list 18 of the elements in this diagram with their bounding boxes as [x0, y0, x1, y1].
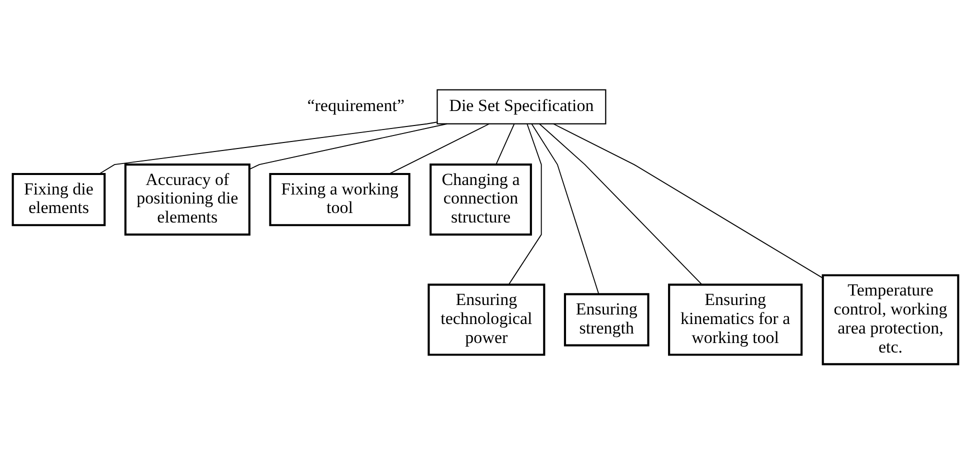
- node-box: Fixing a working tool: [269, 172, 410, 226]
- connector: [552, 123, 824, 279]
- node-box: Accuracy of positioning die elements: [124, 164, 250, 236]
- node-box: Ensuring strength: [564, 293, 650, 346]
- connector: [496, 124, 515, 165]
- node-box: Changing a connection structure: [430, 164, 532, 236]
- node-box: Die Set Specification: [436, 89, 606, 124]
- label: “requirement”: [307, 96, 405, 115]
- node-box: Fixing die elements: [12, 172, 106, 226]
- connector: [98, 122, 438, 174]
- node-box: Ensuring kinematics for a working tool: [668, 284, 803, 356]
- node-box: Ensuring technological power: [428, 284, 546, 356]
- connector: [249, 123, 448, 170]
- connector: [388, 124, 490, 174]
- connector: [538, 123, 702, 286]
- connector: [531, 123, 600, 294]
- node-box: Temperature control, working area protection, etc.: [822, 274, 960, 366]
- connector: [508, 123, 542, 285]
